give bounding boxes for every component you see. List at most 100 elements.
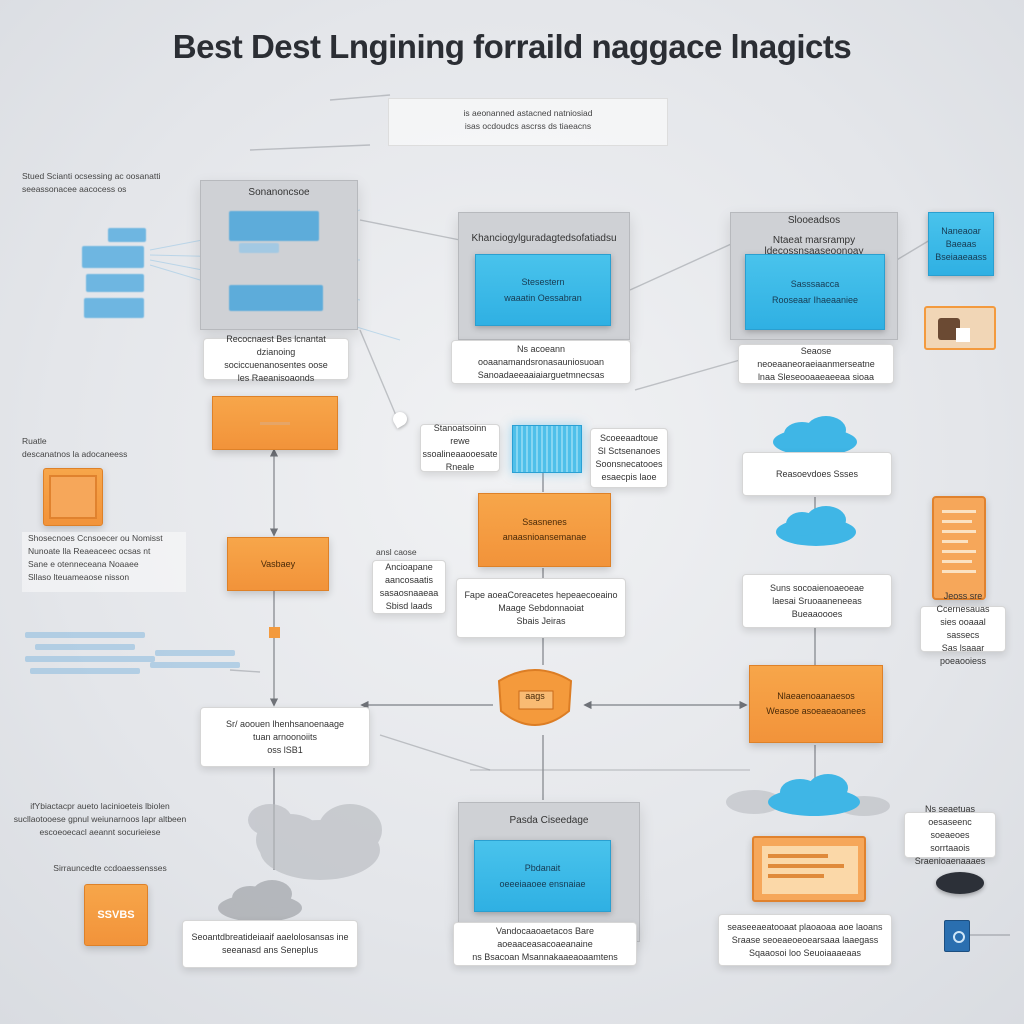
right-tile-blue-line-1: Naneaoar <box>941 225 981 236</box>
right-orange-box-line-1: Nlaeaenoaanaesos <box>777 691 855 701</box>
left-note-bottom-line-2: tuan arnoonoiits <box>252 731 318 742</box>
center-shield-icon[interactable]: aags <box>493 663 577 733</box>
left-junction-dot <box>269 627 280 638</box>
left-orange-box-2-label: Vasbaey <box>260 558 296 569</box>
left-note-3-line-1: Shosecnoes Ccnsoecer ou Nomisst <box>28 533 163 543</box>
right-note-3-line-2: laesai Sruoaaneneeas <box>772 595 862 606</box>
right-side-note-2-line-2: soeaeoes sorrtaaois <box>930 829 970 853</box>
left-note-2-line-2: descanatnos la adocaneess <box>22 449 128 459</box>
center-blue-card[interactable]: Stesestern waaatin Oessabran <box>475 254 611 326</box>
right-panel-label: Slooeadsos <box>787 215 841 226</box>
right-side-note-2: Ns seaetuas oesaseenc soeaeoes sorrtaaoi… <box>904 804 996 866</box>
center-bottom-note-line-1: Vandocaaoaetacos Bare aoeaaceasacoaeanai… <box>496 925 594 949</box>
right-panel-title: Ntaeat marsrampy ldecossnsaaseoonoay <box>764 235 864 257</box>
right-tile-blue[interactable]: Naneaoar Baeaas Bseiaaeaass <box>928 212 994 276</box>
cloud-icon-left <box>218 804 382 920</box>
left-note-card-line-2: sociccuenanosentes oose <box>224 360 328 370</box>
center-note-2-line-3: Sbais Jeiras <box>516 615 566 626</box>
center-shield-label: aags <box>525 691 545 701</box>
right-blue-card-line-2: Rooseaar Ihaeaaniee <box>771 295 859 305</box>
right-document-icon[interactable] <box>932 496 986 600</box>
right-note-3-line-1: Suns socoaienoaeoeae <box>769 582 865 593</box>
center-note-2: Fape aoeaCoreacetes hepeaecoeaino Maage … <box>456 578 626 638</box>
cloud-icon-right-1 <box>773 416 857 456</box>
wire-diag-8 <box>249 144 371 151</box>
center-orange-box-line-1: Ssasnenes <box>522 517 567 527</box>
center-bottom-blue-card[interactable]: Pbdanait oeeeiaaoee ensnaiae <box>474 840 611 912</box>
right-side-note: Jeoss sre Ccernesauas sies ooaaal sassec… <box>920 591 1006 666</box>
right-side-note-2-line-1: Ns seaetuas oesaseenc <box>924 803 976 827</box>
right-image-tile[interactable] <box>924 306 996 350</box>
right-bottom-note-line-2: Sraase seoeaeoeoearsaaa laaegass <box>731 934 879 945</box>
left-note-3-line-2: Nunoate lla Reaeaceec ocsas nt <box>28 546 151 556</box>
right-note-3-line-3: Bueaaoooes <box>791 608 843 619</box>
center-bottom-blue-line-1: Pbdanait <box>524 863 561 873</box>
mouse-icon <box>936 872 984 894</box>
right-tile-blue-line-2: Baeaas <box>945 238 977 249</box>
left-note-3-line-3: Sane e otenneceana Noaaee <box>28 559 139 569</box>
center-side-note-line-1: Ancioapane <box>385 562 433 572</box>
center-side-label: ansl caose <box>376 547 417 557</box>
left-badge-tile[interactable]: SSVBS <box>84 884 148 946</box>
right-side-note-line-3: Sas lsaaar poeaooiess <box>939 643 987 666</box>
right-side-note-line-1: Jeoss sre Ccernesauas <box>936 591 990 614</box>
left-orange-box-2[interactable]: Vasbaey <box>227 537 329 591</box>
right-side-note-2-line-3: Sraenioaenaaaes <box>914 855 986 866</box>
left-blurred-bars <box>25 630 255 690</box>
center-note-2-line-1: Fape aoeaCoreacetes hepeaecoeaino <box>464 589 618 600</box>
left-note-2-line-1: Ruatle <box>22 436 47 446</box>
left-orange-box-1[interactable] <box>212 396 338 450</box>
center-bottom-panel-title: Pasda Ciseedage <box>509 815 589 826</box>
left-note-4-line-3: escoeoecacl aeannt socurieiese <box>39 827 161 837</box>
left-note-4-line-2: sucllaotooese gpnul weiunarnoos lapr alt… <box>13 814 187 824</box>
right-side-note-line-2: sies ooaaal sassecs <box>940 617 986 640</box>
right-note-3: Suns socoaienoaeoeae laesai Sruoaaneneea… <box>742 574 892 628</box>
left-panel-title: Sonanoncsoe <box>248 187 310 198</box>
right-browser-window[interactable] <box>752 836 866 902</box>
left-note-last-line-2: seeanasd ans Seneplus <box>221 945 319 955</box>
left-note-bottom: Sr/ aoouen lhenhsanoenaage tuan arnoonoi… <box>200 707 370 767</box>
center-orange-box[interactable]: Ssasnenes anaasnioansemanae <box>478 493 611 567</box>
right-note-2-line-1: Reasoevdoes Ssses <box>775 468 859 479</box>
right-note-2: Reasoevdoes Ssses <box>742 452 892 496</box>
center-panel-title: Khanciogylguradagtedsofatiadsu <box>471 233 617 244</box>
left-note-3-line-4: Sllaso lteuameaose nisson <box>28 572 130 582</box>
center-bottom-blue-line-2: oeeeiaaoee ensnaiae <box>499 879 586 889</box>
left-note-1: Stued Scianti ocsessing ac oosanatti see… <box>22 170 182 210</box>
center-side-note-line-3: sasaosnaaeaa <box>379 588 439 598</box>
top-caption-line-2: isas ocdoudcs ascrss ds tiaeacns <box>464 121 592 131</box>
left-note-5: Sirrauncedte ccdoaessensses <box>53 863 167 873</box>
left-note-bottom-line-3: oss lSB1 <box>267 744 303 755</box>
left-note-4-line-1: ifYbiactacpr aueto lacinioeteis lbiolen <box>30 801 170 811</box>
center-note-1: Ns acoeann ooaanamandsronasauniosuoan Sa… <box>451 340 631 384</box>
left-note-3: Shosecnoes Ccnsoecer ou Nomisst Nunoate … <box>22 532 186 592</box>
left-note-last-line-1: Seoantdbreatideiaaif aaelolosansas ine <box>191 932 349 942</box>
left-note-card-line-1: Recocnaest Bes lcnantat dzianoing <box>226 334 326 357</box>
left-note-card-line-3: les Raeanisoaonds <box>237 373 315 383</box>
left-panel: Sonanoncsoe <box>200 180 358 330</box>
wire-diag-4 <box>634 359 741 391</box>
center-note-left-line-1: Stanoatsoinn rewe <box>433 423 487 446</box>
center-side-note-line-2: aancosaatis <box>384 575 434 585</box>
center-bottom-note: Vandocaaoaetacos Bare aoeaaceasacoaeanai… <box>453 922 637 966</box>
center-note-1-line-2: Sanoadaeeaaiaiarguetmnecsas <box>477 369 605 380</box>
right-tile-blue-line-3: Bseiaaeaass <box>935 251 987 262</box>
left-note-4: ifYbiactacpr aueto lacinioeteis lbiolen … <box>10 800 190 846</box>
left-badge-label: SSVBS <box>97 908 135 921</box>
top-caption-line-1: is aeonanned astacned natniosiad <box>463 108 593 118</box>
wire-diag-7 <box>329 94 391 101</box>
left-note-last: Seoantdbreatideiaaif aaelolosansas ine s… <box>182 920 358 968</box>
center-note-left-line-3: Rneale <box>445 462 475 472</box>
right-blue-card[interactable]: Sasssaacca Rooseaar Ihaeaaniee <box>745 254 885 330</box>
left-orange-tile[interactable] <box>43 468 103 526</box>
left-note-1-line-2: seeassonacee aacocess os <box>22 184 127 194</box>
center-note-left-line-2: ssoalineaaooesate <box>422 449 498 459</box>
left-note-2: Ruatle descanatnos la adocaneess <box>22 435 182 465</box>
center-blue-card-line-1: Stesestern <box>521 277 565 287</box>
right-phone-icon[interactable] <box>944 920 970 952</box>
center-note-right-line-2: Sl Sctsenanoes <box>597 446 661 456</box>
right-orange-box[interactable]: Nlaeaenoaanaesos Weasoe asoeaeaoanees <box>749 665 883 743</box>
wire-diag-2 <box>359 329 401 426</box>
center-note-right-line-3: Soonsnecatooes <box>595 459 663 469</box>
center-note-2-line-2: Maage Sebdonnaoiat <box>498 602 584 613</box>
